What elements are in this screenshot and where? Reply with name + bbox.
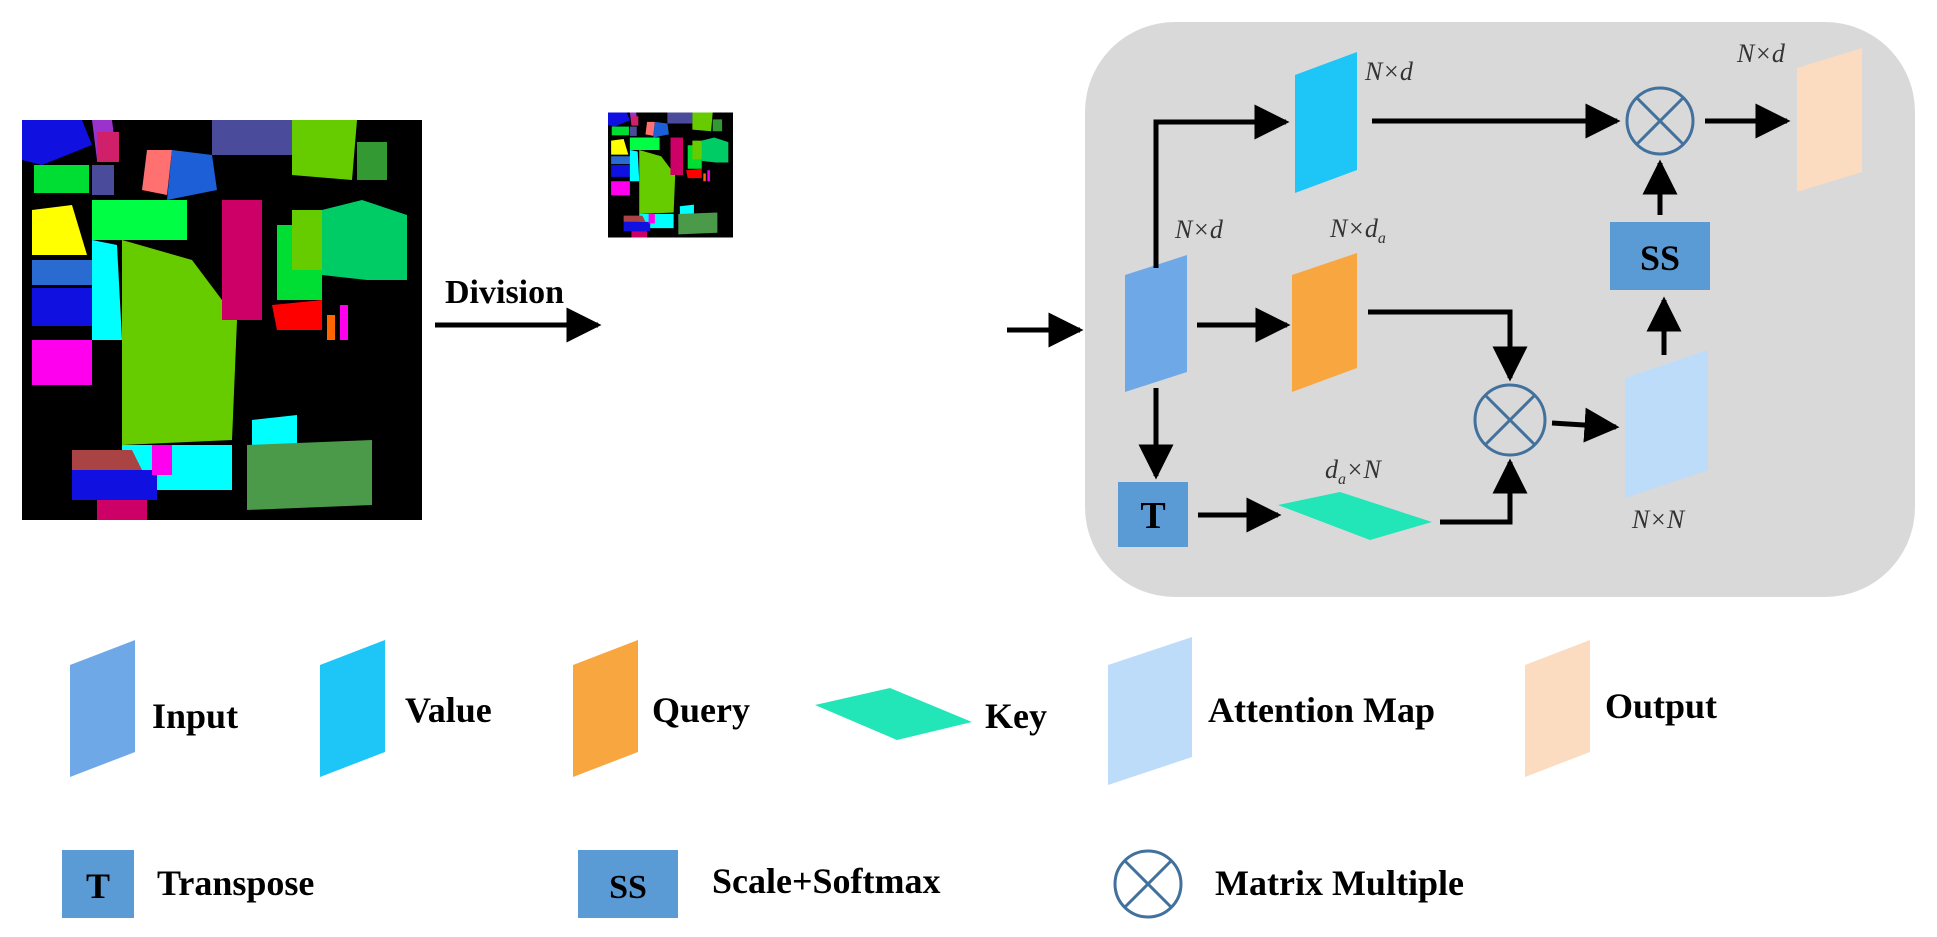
legend-input-swatch <box>70 640 135 777</box>
matrix-multiply-icon <box>1625 86 1695 156</box>
legend: Input Value Query Key Attention Map Outp… <box>62 637 1717 919</box>
output-block <box>1797 48 1862 192</box>
transpose-box <box>1118 482 1188 547</box>
input-block <box>1125 255 1187 392</box>
legend-value-swatch <box>320 640 385 777</box>
legend-matrix-multiple-label: Matrix Multiple <box>1215 863 1464 903</box>
attention-map-block <box>1625 350 1708 498</box>
legend-transpose-symbol: T <box>86 866 110 906</box>
scale-softmax-box-label: SS <box>1640 238 1680 278</box>
divided-patches <box>608 113 747 268</box>
legend-value-label: Value <box>405 690 492 730</box>
legend-key-label: Key <box>985 696 1047 736</box>
scale-softmax-box <box>1610 222 1710 290</box>
legend-key-swatch <box>815 688 972 740</box>
legend-query-swatch <box>573 640 638 777</box>
query-block <box>1292 253 1357 392</box>
legend-ss-symbol: SS <box>609 869 647 906</box>
legend-output-label: Output <box>1605 686 1717 726</box>
legend-transpose-label: Transpose <box>157 863 314 903</box>
legend-input-label: Input <box>152 696 238 736</box>
key-dim-label: da×N <box>1325 455 1383 488</box>
full-hyperspectral-image <box>22 120 422 520</box>
transpose-box-label: T <box>1140 495 1165 537</box>
legend-transpose-swatch <box>62 850 134 918</box>
key-block <box>1278 492 1432 540</box>
legend-attention-map-swatch <box>1108 637 1192 785</box>
matrix-multiply-icon <box>1473 383 1547 457</box>
value-dim-label: N×d <box>1364 57 1414 86</box>
division-label: Division <box>445 274 564 311</box>
query-dim-label: N×da <box>1329 214 1386 247</box>
panel-arrows <box>1138 103 1791 533</box>
legend-attention-map-label: Attention Map <box>1208 690 1435 730</box>
legend-ss-swatch <box>578 850 678 918</box>
input-dim-label: N×d <box>1174 215 1224 244</box>
legend-query-label: Query <box>652 690 750 730</box>
attention-map-dim-label: N×N <box>1631 505 1686 534</box>
legend-matrix-multiply-icon <box>1113 849 1183 919</box>
legend-output-swatch <box>1525 640 1590 777</box>
output-dim-label: N×d <box>1736 39 1786 68</box>
value-block <box>1295 52 1357 193</box>
legend-scale-softmax-label: Scale+Softmax <box>712 861 940 901</box>
